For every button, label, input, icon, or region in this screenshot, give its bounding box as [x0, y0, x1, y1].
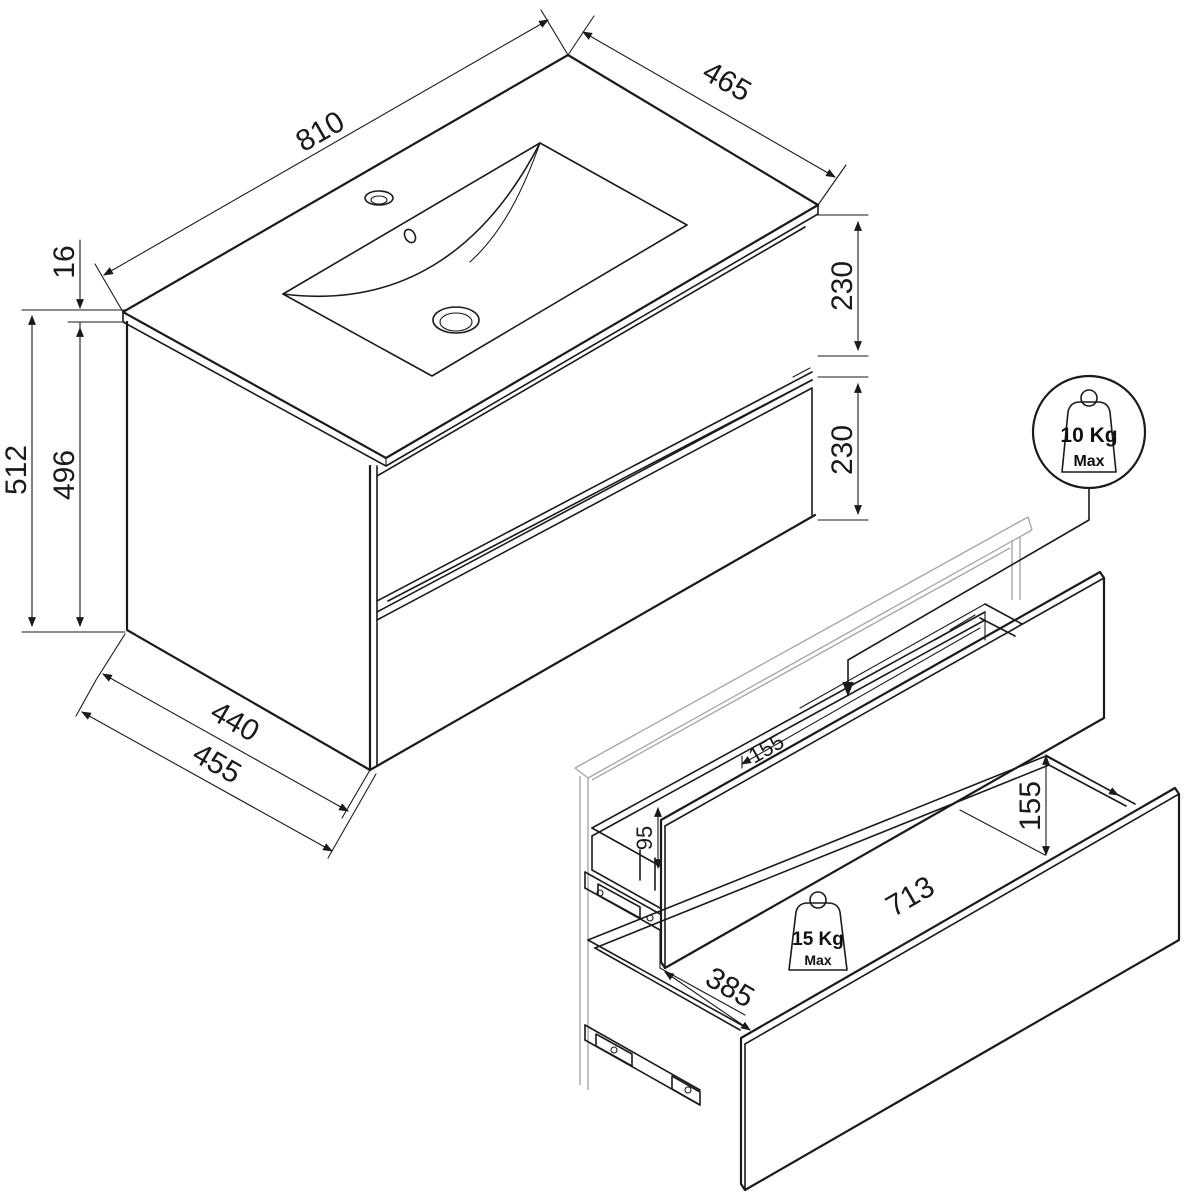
runner-top [584, 871, 661, 931]
drawer-front-bottom [376, 379, 813, 621]
dimension-width-810: 810 [94, 9, 569, 313]
svg-text:16: 16 [48, 245, 81, 278]
svg-text:Max: Max [804, 952, 831, 968]
svg-text:465: 465 [697, 55, 757, 109]
drain-hole [432, 306, 480, 334]
weight-callout-10kg: 10 Kg Max [1031, 374, 1147, 490]
overflow-hole [403, 228, 417, 244]
svg-text:155: 155 [1014, 781, 1047, 831]
weight-leader-arrow [842, 487, 1090, 697]
dimension-height-230-bottom: 230 [817, 376, 869, 521]
svg-text:713: 713 [880, 870, 940, 924]
svg-text:512: 512 [0, 445, 33, 495]
tap-hole [364, 190, 394, 206]
dimension-inner-155-bottom: 155 [1014, 754, 1119, 856]
weight-badge-15kg: 15 Kg Max [788, 891, 848, 971]
dimension-height-512: 512 [0, 309, 126, 633]
weight-icon [1061, 401, 1117, 473]
svg-text:810: 810 [290, 105, 350, 159]
svg-text:455: 455 [187, 737, 247, 791]
dimension-height-230-top: 230 [817, 214, 869, 357]
basin [282, 142, 688, 377]
dimension-depth-465: 465 [567, 15, 847, 206]
svg-text:15 Kg: 15 Kg [792, 929, 844, 950]
drawer-top-open [584, 570, 1106, 970]
dimension-depth-440: 440 [95, 633, 371, 819]
svg-text:10 Kg: 10 Kg [1060, 424, 1117, 447]
svg-text:95: 95 [632, 826, 657, 850]
svg-text:496: 496 [48, 450, 81, 500]
weight-icon [788, 902, 848, 971]
dimension-inner-95: 95 [632, 807, 662, 869]
runner-bottom [584, 1024, 701, 1106]
svg-text:Max: Max [1073, 453, 1104, 470]
drawer-bottom-open [584, 755, 1181, 1192]
svg-text:230: 230 [826, 261, 859, 311]
dimension-inner-155-top: 155 [741, 627, 981, 769]
svg-text:155: 155 [744, 728, 788, 768]
dimension-height-496: 496 [48, 327, 84, 627]
svg-text:230: 230 [826, 425, 859, 475]
dimension-inner-713: 713 [880, 870, 940, 924]
cabinet-isometric-view [121, 53, 820, 772]
dimension-thickness-16: 16 [48, 239, 126, 339]
drawer-detail-view: 155 95 155 713 385 [574, 487, 1181, 1192]
